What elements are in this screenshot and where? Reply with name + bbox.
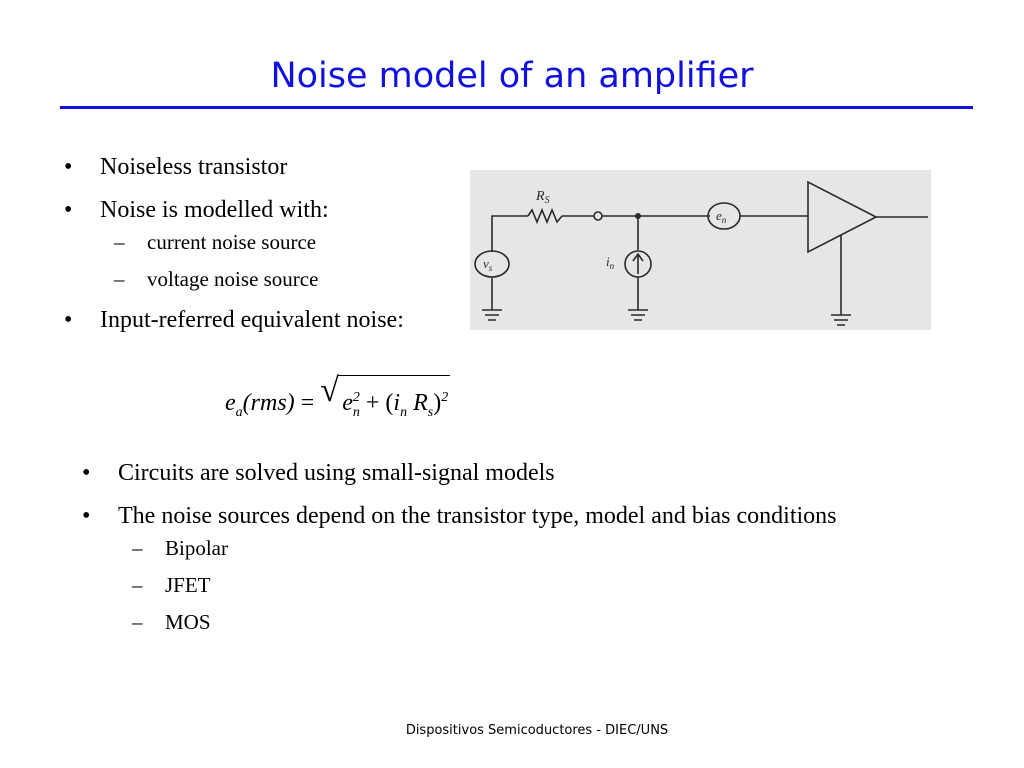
bullet-item: Input-referred equivalent noise: [62,305,462,336]
formula-outer-sup: 2 [441,390,449,405]
formula-term1: e [342,390,353,416]
sub-bullet-text: MOS [165,610,211,634]
slide-title: Noise model of an amplifier [270,56,754,96]
rs-label: RS [535,189,550,206]
input-terminal [593,211,603,221]
wire-source-top [491,215,528,252]
sub-bullet-text: current noise source [147,230,317,254]
sqrt-sign-icon: √ [320,372,339,409]
slide-footer: Dispositivos Semicoductores - DIEC/UNS [405,723,669,738]
ground-symbol [482,309,502,321]
bullet-item: Noise is modelled with: current noise so… [62,195,462,293]
sub-bullet-item: current noise source [100,228,462,256]
sub-bullet-item: JFET [118,571,960,599]
formula-lhs-arg: (rms) [242,390,295,416]
formula-term1-sub: n [352,404,360,420]
bullet-text: The noise sources depend on the transist… [118,503,837,529]
bullet-text: Input-referred equivalent noise: [100,307,404,333]
current-source-arrow [632,252,644,274]
bullet-item: The noise sources depend on the transist… [80,501,960,636]
en-label: en [716,208,727,225]
bullet-list-bottom: Circuits are solved using small-signal m… [80,458,960,648]
sub-bullet-item: Bipolar [118,534,960,562]
sub-bullet-text: Bipolar [165,536,228,560]
formula-equals: = [300,390,315,416]
formula-sqrt: √e2n + (in Rs)2 [320,372,451,433]
sub-bullet-text: voltage noise source [147,267,319,291]
formula-term2-i-sub: n [400,404,408,420]
bullet-list-top: Noiseless transistor Noise is modelled w… [62,152,462,348]
ground-symbol [831,314,851,326]
formula-term2-i: i [393,390,401,416]
bullet-text: Circuits are solved using small-signal m… [118,460,555,486]
in-label: in [606,254,615,271]
circuit-svg: RS vs en in [474,180,928,326]
equivalent-noise-formula: ea(rms) = √e2n + (in Rs)2 [225,372,451,433]
bullet-item: Noiseless transistor [62,152,462,183]
formula-plus: + [365,390,380,416]
sub-bullet-item: voltage noise source [100,265,462,293]
sub-bullet-item: MOS [118,608,960,636]
amplifier-noise-circuit-diagram: RS vs en in [470,170,931,330]
vs-label: vs [483,256,493,273]
sub-bullet-list: current noise source voltage noise sourc… [100,228,462,293]
formula-open-paren: ( [385,390,394,416]
sub-bullet-text: JFET [165,573,211,597]
formula-lhs-sub: a [235,404,243,420]
bullet-text: Noiseless transistor [100,154,288,180]
title-underline [60,106,973,109]
formula-lhs: e [225,390,236,416]
resistor-rs [527,207,563,225]
sub-bullet-list: Bipolar JFET MOS [118,534,960,636]
formula-term1-sup: 2 [352,390,360,405]
formula-radicand: e2n + (in Rs)2 [338,375,451,433]
formula-term2-r-sub: s [427,404,434,420]
formula-close-paren: ) [433,390,442,416]
junction-dot [635,213,641,219]
ground-symbol [628,309,648,321]
formula-term2-r: R [413,390,428,416]
amplifier-triangle [807,180,878,254]
bullet-item: Circuits are solved using small-signal m… [80,458,960,489]
bullet-text: Noise is modelled with: [100,197,329,223]
